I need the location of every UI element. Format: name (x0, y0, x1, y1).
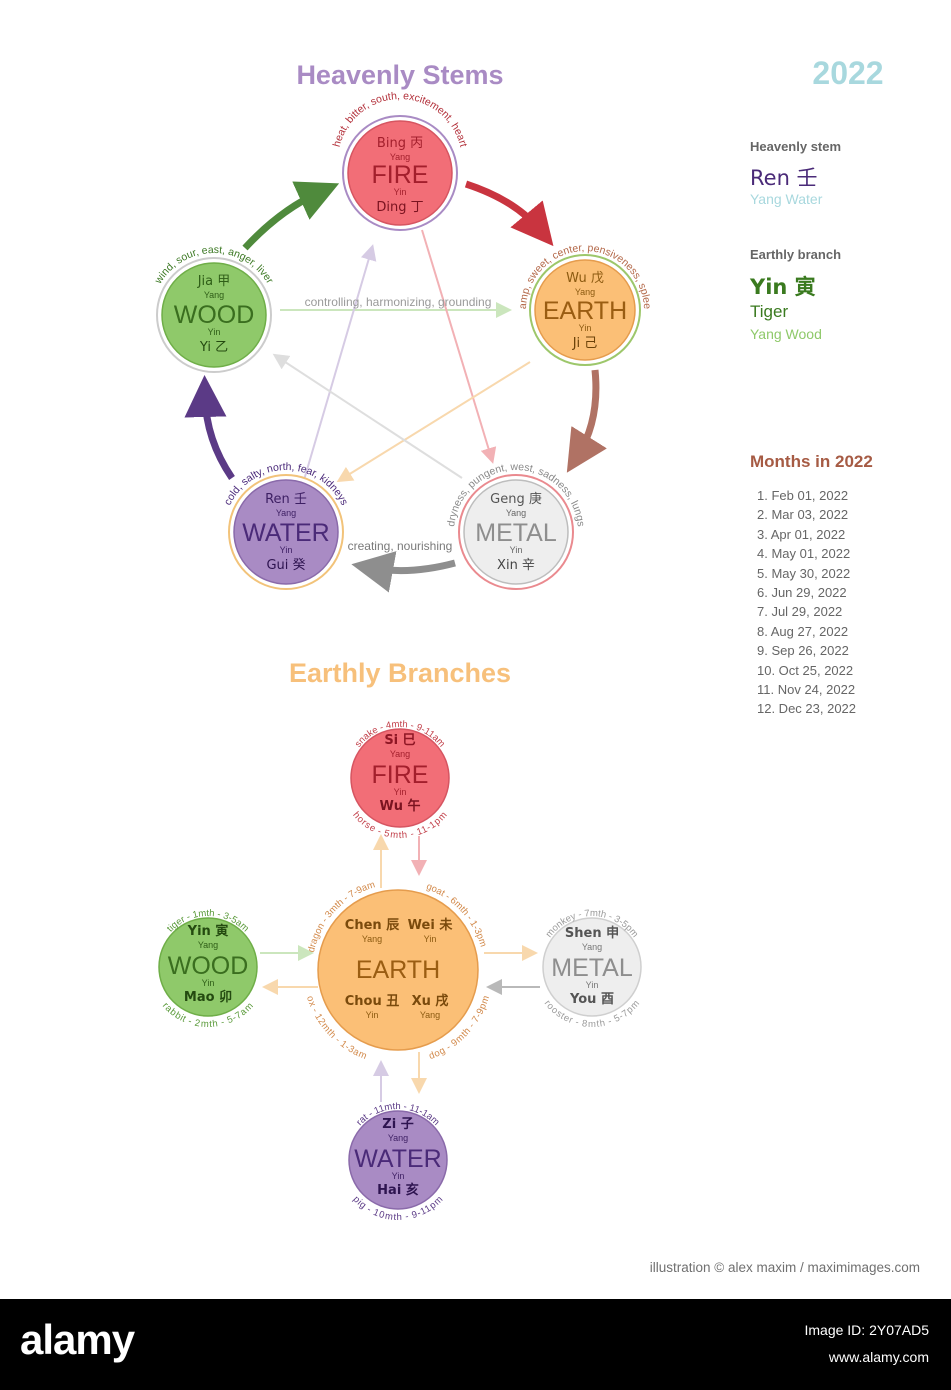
month-item: 5. May 30, 2022 (757, 565, 851, 581)
stock-footer (0, 1299, 951, 1390)
stock-image-id: Image ID: 2Y07AD5 (804, 1322, 929, 1338)
stock-logo: alamy (20, 1316, 135, 1363)
branch-earth-node: Chen 辰 Yang Wei 未 Yin EARTH Chou 丑 Yin X… (304, 879, 492, 1062)
month-item: 11. Nov 24, 2022 (757, 681, 856, 697)
branch-fire-top: Si 巳 (384, 733, 415, 748)
branch-earth-name: EARTH (356, 956, 440, 984)
branch-metal-node: Shen 申 Yang METAL Yin You 酉 monkey - 7mt… (542, 908, 642, 1030)
branch-metal-name: METAL (551, 954, 633, 982)
stem-metal-yin: Yin (510, 545, 523, 555)
five-elements-diagram: Heavenly Stems 2022 Earthly Branches con… (0, 0, 920, 1275)
stem-sub: Yang Water (750, 191, 823, 207)
controlling-star (272, 229, 531, 483)
stem-wood-name: WOOD (174, 301, 255, 329)
branch-water-yang: Yang (388, 1133, 408, 1143)
stem-earth-yang: Yang (575, 287, 595, 297)
branch-fire-node: Si 巳 Yang FIRE Yin Wu 午 snake - 4mth - 9… (350, 719, 450, 841)
branch-wood-bottom: Mao 卯 (184, 989, 232, 1005)
stem-wood-node: Jia 甲 Yang WOOD Yin Yi 乙 wind, sour, eas… (152, 244, 276, 373)
credit-line: illustration © alex maxim / maximimages.… (650, 1260, 920, 1275)
months-list: 1. Feb 01, 2022 2. Mar 03, 2022 3. Apr 0… (757, 486, 856, 719)
stem-wood-yang: Yang (204, 290, 224, 300)
branch-earth-chen-sub: Yang (362, 934, 382, 944)
month-item: 3. Apr 01, 2022 (757, 526, 846, 542)
stem-metal-top: Geng 庚 (490, 491, 542, 507)
controlling-label: controlling, harmonizing, grounding (305, 295, 492, 309)
branch-wood-name: WOOD (168, 952, 249, 980)
stem-water-yin: Yin (280, 545, 293, 555)
branch-earth-chen: Chen 辰 (345, 918, 400, 933)
branch-metal-top: Shen 申 (565, 925, 619, 941)
month-item: 8. Aug 27, 2022 (757, 623, 849, 639)
stock-url: www.alamy.com (828, 1349, 929, 1365)
stem-water-yang: Yang (276, 508, 296, 518)
branch-water-node: Zi 子 Yang WATER Yin Hai 亥 rat - 11mth - … (348, 1101, 448, 1223)
stem-metal-bottom: Xin 辛 (497, 558, 535, 573)
stem-fire-top: Bing 丙 (377, 136, 423, 151)
stems-title: Heavenly Stems (296, 60, 503, 90)
stem-fire-bottom: Ding 丁 (376, 200, 423, 215)
month-item: 12. Dec 23, 2022 (757, 701, 857, 717)
stem-wood-yin: Yin (208, 327, 221, 337)
branch-water-top: Zi 子 (382, 1117, 413, 1132)
stem-water-bottom: Gui 癸 (266, 558, 305, 573)
branch-sub: Yang Wood (750, 326, 822, 342)
month-item: 2. Mar 03, 2022 (757, 507, 849, 523)
month-item: 6. Jun 29, 2022 (757, 584, 847, 600)
branch-water-yin: Yin (392, 1171, 405, 1181)
stem-value: Ren 壬 (750, 166, 818, 190)
branch-metal-yin: Yin (586, 980, 599, 990)
branch-fire-name: FIRE (372, 761, 429, 789)
stem-metal-name: METAL (475, 519, 557, 547)
branch-earth-wei-sub: Yin (424, 934, 437, 944)
stem-earth-top: Wu 戊 (566, 271, 604, 286)
branch-earth-chou: Chou 丑 (345, 994, 400, 1009)
stem-water-name: WATER (242, 519, 330, 547)
branch-water-bottom: Hai 亥 (377, 1182, 419, 1198)
branch-wood-yang: Yang (198, 940, 218, 950)
branch-fire-yin: Yin (394, 787, 407, 797)
branch-wood-yin: Yin (202, 978, 215, 988)
branch-animal: Tiger (750, 302, 789, 321)
stem-heading: Heavenly stem (750, 139, 842, 154)
month-item: 10. Oct 25, 2022 (757, 662, 854, 678)
stem-metal-node: Geng 庚 Yang METAL Yin Xin 辛 dryness, pun… (445, 461, 587, 590)
stem-water-top: Ren 壬 (265, 492, 307, 507)
branch-earth-xu: Xu 戌 (412, 993, 449, 1009)
stem-fire-yang: Yang (390, 152, 410, 162)
branch-earth-xu-sub: Yang (420, 1010, 440, 1020)
creating-cycle (184, 180, 607, 593)
branch-wood-node: Yin 寅 Yang WOOD Yin Mao 卯 tiger - 1mth -… (158, 908, 258, 1030)
month-item: 9. Sep 26, 2022 (757, 643, 849, 659)
branch-earth-chou-sub: Yin (366, 1010, 379, 1020)
stem-wood-top: Jia 甲 (197, 274, 231, 289)
stem-earth-name: EARTH (543, 297, 627, 325)
stem-fire-name: FIRE (372, 161, 429, 189)
branch-value: Yin 寅 (750, 275, 816, 299)
stem-earth-yin: Yin (579, 323, 592, 333)
branch-fire-yang: Yang (390, 749, 410, 759)
month-item: 7. Jul 29, 2022 (757, 604, 843, 620)
branch-heading: Earthly branch (750, 247, 842, 262)
stem-fire-yin: Yin (394, 187, 407, 197)
branch-metal-bottom: You 酉 (569, 992, 614, 1007)
stem-wood-bottom: Yi 乙 (199, 340, 228, 355)
branch-wood-top: Yin 寅 (187, 923, 229, 939)
branch-fire-bottom: Wu 午 (379, 798, 420, 814)
branch-water-name: WATER (354, 1145, 442, 1173)
month-item: 1. Feb 01, 2022 (757, 488, 849, 503)
stem-water-node: Ren 壬 Yang WATER Yin Gui 癸 cold, salty, … (222, 461, 350, 590)
months-heading: Months in 2022 (750, 452, 873, 471)
branch-metal-yang: Yang (582, 942, 602, 952)
branch-connectors (260, 834, 540, 1102)
stem-metal-yang: Yang (506, 508, 526, 518)
month-item: 4. May 01, 2022 (757, 546, 851, 562)
creating-label: creating, nourishing (348, 539, 453, 553)
year-label: 2022 (812, 55, 883, 91)
stem-fire-node: Bing 丙 Yang FIRE Yin Ding 丁 heat, bitter… (331, 90, 469, 231)
branches-title: Earthly Branches (289, 658, 511, 688)
stem-earth-bottom: Ji 己 (572, 336, 598, 351)
branch-earth-wei: Wei 未 (408, 917, 454, 933)
